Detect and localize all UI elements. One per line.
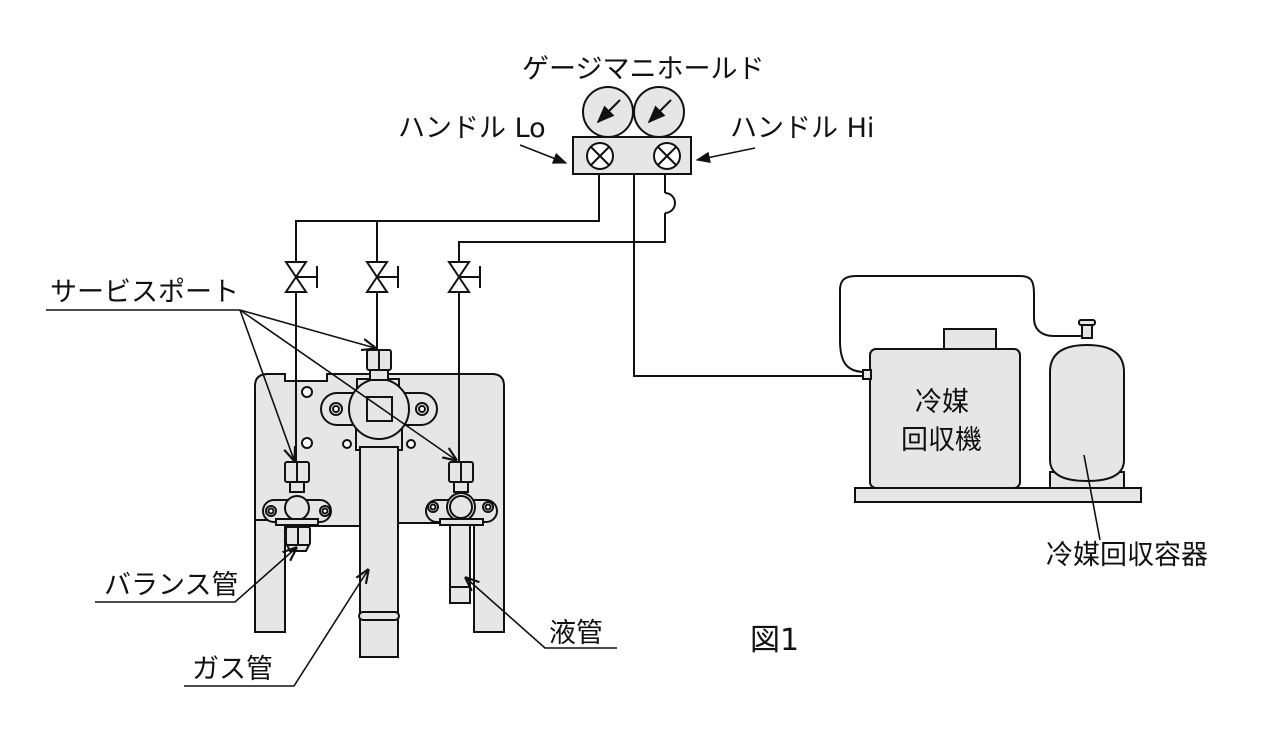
liquid-pipe-label: 液管 <box>549 618 603 649</box>
refrigerant-recovery-container <box>1049 319 1125 489</box>
gas-pipe-label: ガス管 <box>192 654 273 685</box>
balance-pipe-leader <box>95 548 296 603</box>
hoses <box>295 174 1082 377</box>
recovery-machine-label-line2: 回収機 <box>901 425 982 456</box>
hi-hose <box>458 213 666 262</box>
container-hose <box>839 275 1082 373</box>
gauge-manifold-label: ゲージマニホールド <box>522 54 764 85</box>
handle-lo-arrow <box>519 144 568 164</box>
refrigerant-recovery-machine <box>854 328 1142 503</box>
gas-pipe-leader <box>184 570 368 687</box>
recovery-container-label: 冷媒回収容器 <box>1046 540 1208 571</box>
liquid-pipe-leader <box>466 578 617 649</box>
handle-lo-valve-icon[interactable] <box>586 142 614 170</box>
figure-caption: 図1 <box>750 623 799 658</box>
gauge-manifold <box>572 86 692 175</box>
handle-hi-arrow <box>695 147 756 164</box>
stop-valve-2[interactable] <box>365 261 399 293</box>
gas-pipe <box>358 446 400 658</box>
lo-hose <box>295 174 600 262</box>
stop-valve-1[interactable] <box>284 261 318 293</box>
gauge-needle-icon <box>647 99 672 124</box>
balance-valve <box>262 461 332 552</box>
service-port-label: サービスポート <box>50 277 239 308</box>
handle-lo-label: ハンドル Lo <box>398 113 546 144</box>
liquid-valve <box>425 461 498 604</box>
gauge-needle-icon <box>596 99 621 124</box>
recovery-machine-label-line1: 冷媒 <box>915 387 969 418</box>
recovery-hose <box>633 174 865 377</box>
stop-valve-3[interactable] <box>447 261 481 293</box>
handle-hi-valve-icon[interactable] <box>653 142 681 170</box>
handle-hi-label: ハンドル Hi <box>730 113 874 144</box>
recovery-container-leader <box>1083 454 1101 541</box>
balance-pipe-label: バランス管 <box>104 570 238 601</box>
